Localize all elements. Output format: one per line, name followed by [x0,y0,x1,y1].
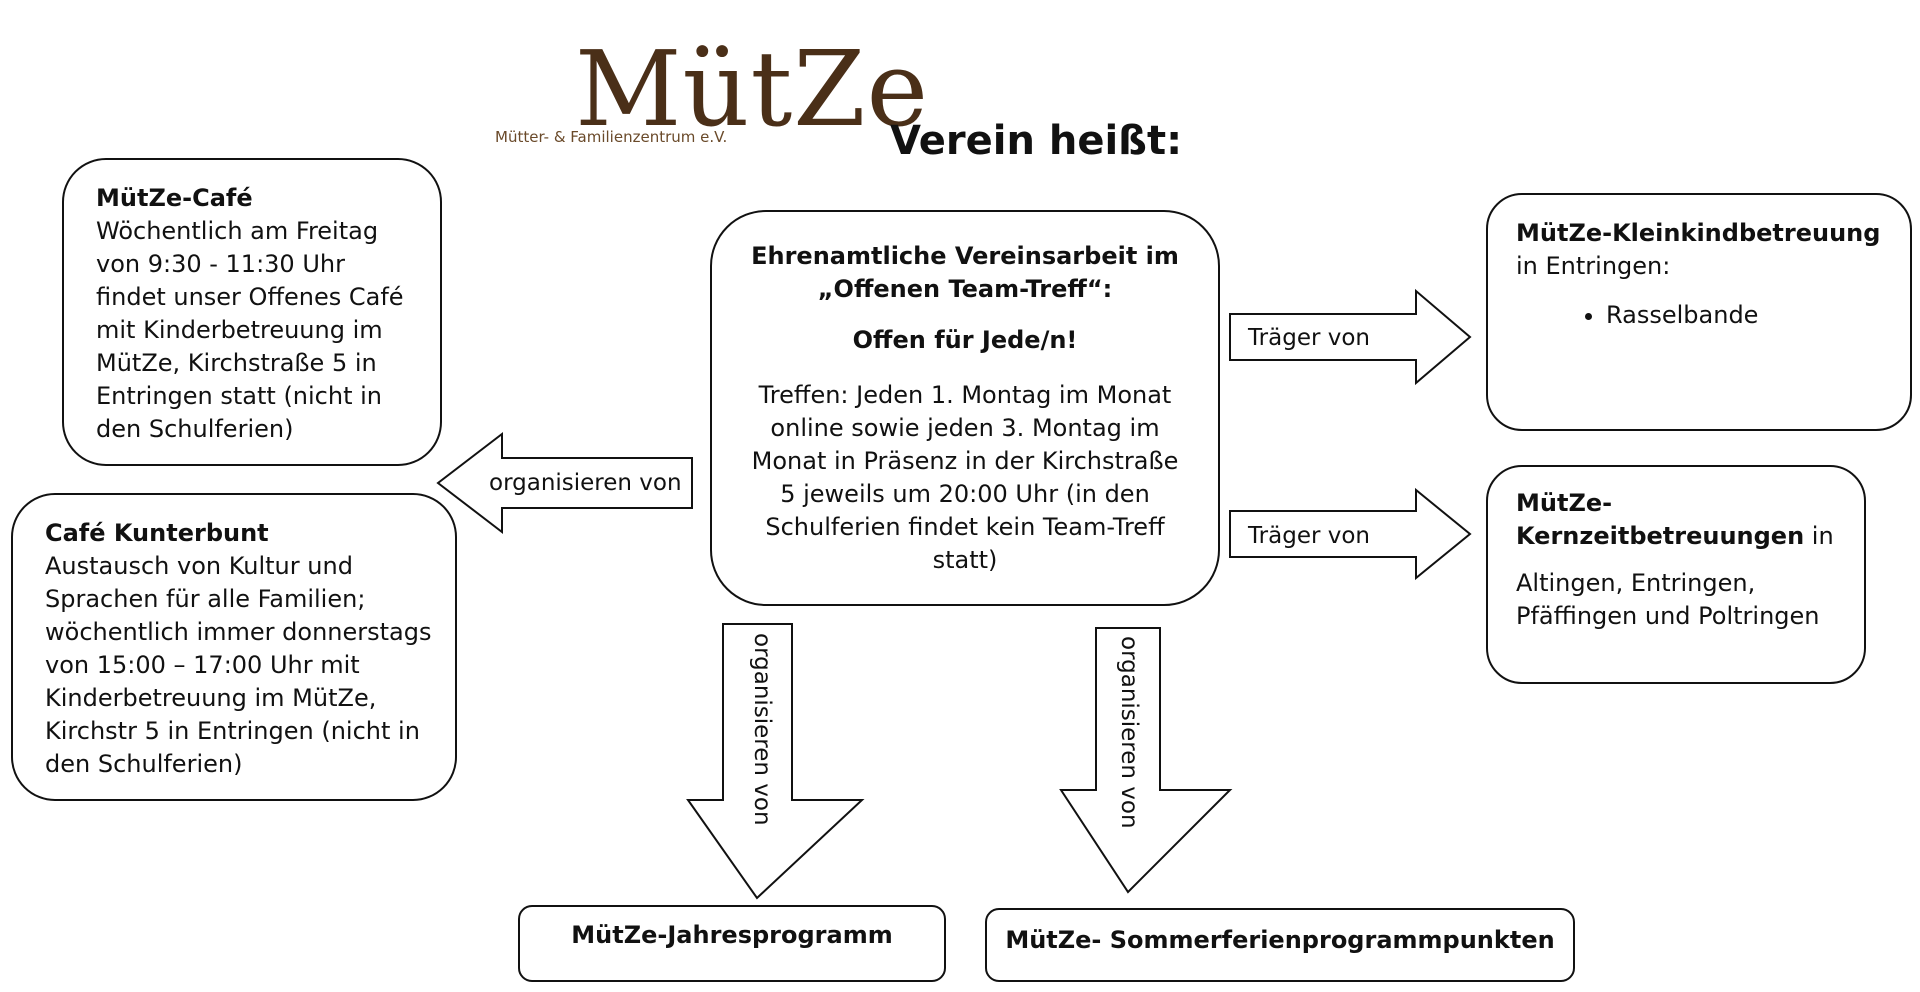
arrow-down-right-shape [1059,627,1233,894]
team-treff-subtitle: Offen für Jede/n! [852,326,1078,354]
kernzeitbetreuung-box: MütZe-Kernzeitbetreuungen in Altingen, E… [1486,465,1866,684]
arrow-down-left-label: organisieren von [749,633,775,826]
arrow-right-bottom-label: Träger von [1248,523,1370,549]
jahresprogramm-label: MütZe-Jahresprogramm [571,921,893,949]
team-treff-box: Ehrenamtliche Vereinsarbeit im „Offenen … [710,210,1220,606]
kernzeit-title: MütZe-Kernzeitbetreuungen [1516,489,1805,550]
mutze-logo: MütZe Mütter- & Familienzentrum e.V. [495,28,928,158]
arrow-down-left-shape [686,623,865,900]
arrow-down-right-label: organisieren von [1116,636,1142,829]
kleinkindbetreuung-box: MütZe-Kleinkindbetreuung in Entringen: R… [1486,193,1912,431]
mutze-cafe-box: MütZe-Café Wöchentlich am Freitag von 9:… [62,158,442,466]
arrow-left-label: organisieren von [489,470,682,496]
arrow-left-shape [436,431,693,535]
sommerferien-box: MütZe- Sommerferienprogrammpunkten [985,908,1575,982]
arrow-right-top-label: Träger von [1248,325,1370,351]
mutze-cafe-body: Wöchentlich am Freitag von 9:30 - 11:30 … [96,217,404,443]
cafe-kunterbunt-body: Austausch von Kultur und Sprachen für al… [45,552,432,778]
team-treff-title: Ehrenamtliche Vereinsarbeit im „Offenen … [751,242,1179,303]
kernzeit-after-title: in [1804,522,1834,550]
cafe-kunterbunt-box: Café Kunterbunt Austausch von Kultur und… [11,493,457,801]
mutze-cafe-title: MütZe-Café [96,184,253,212]
team-treff-body: Treffen: Jeden 1. Montag im Monat online… [751,381,1179,574]
logo-wordmark: MütZe [575,28,930,150]
cafe-kunterbunt-title: Café Kunterbunt [45,519,269,547]
kleinkind-list: Rasselbande [1516,299,1890,332]
logo-subtitle: Mütter- & Familienzentrum e.V. [495,128,728,146]
sommerferien-label: MütZe- Sommerferienprogrammpunkten [1005,926,1555,954]
page-heading: Verein heißt: [890,118,1183,164]
jahresprogramm-box: MütZe-Jahresprogramm [518,905,946,982]
arrow-right-bottom-shape [1229,487,1472,581]
kleinkind-title: MütZe-Kleinkindbetreuung [1516,219,1881,247]
kleinkind-after-title: in Entringen: [1516,252,1671,280]
kernzeit-body: Altingen, Entringen, Pfäffingen und Polt… [1516,569,1820,630]
list-item: Rasselbande [1606,299,1890,332]
arrow-right-top-shape [1229,288,1472,386]
